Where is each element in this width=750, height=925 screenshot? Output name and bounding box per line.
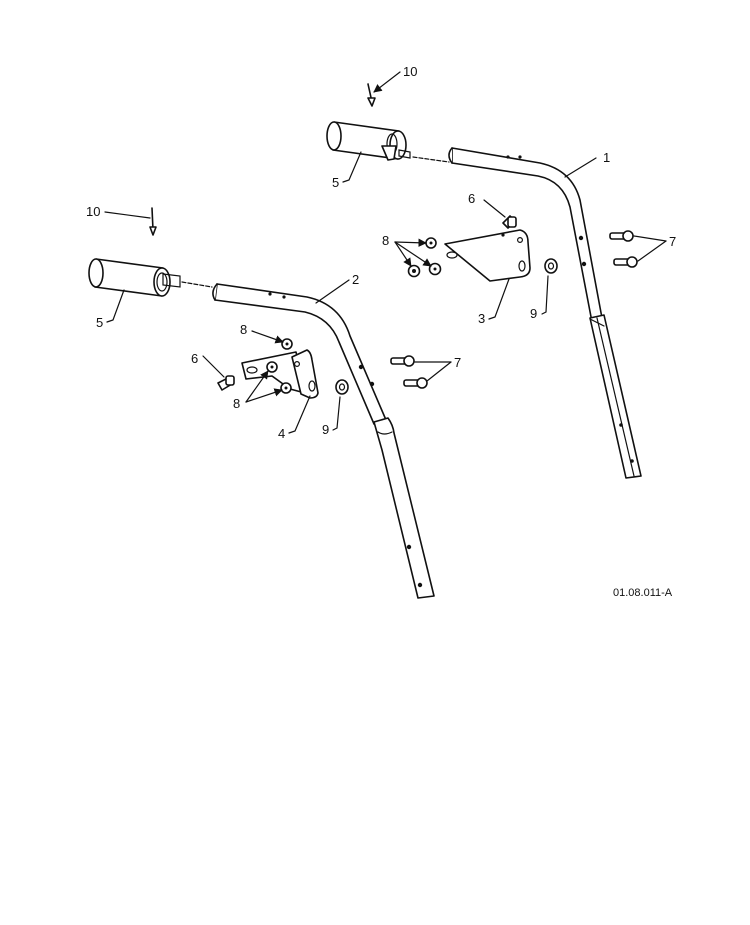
lower-washer [332, 379, 349, 431]
callout-4: 4 [278, 426, 285, 441]
upper-bracket [444, 229, 531, 282]
callout-5-upper: 5 [332, 175, 339, 190]
lower-pin [104, 207, 157, 236]
callout-2: 2 [352, 272, 359, 287]
callout-8-lower-bottom: 8 [233, 396, 240, 411]
reference-code: 01.08.011-A [613, 587, 673, 599]
callout-10-lower: 10 [86, 204, 100, 219]
lower-grip [88, 258, 213, 297]
callout-8-lower-top: 8 [240, 322, 247, 337]
callout-9-lower: 9 [322, 422, 329, 437]
lower-carriage-bolts [390, 355, 452, 389]
upper-pin [367, 71, 401, 107]
callout-1: 1 [603, 150, 610, 165]
callout-6-lower: 6 [191, 351, 198, 366]
upper-handle-tube [448, 147, 642, 479]
upper-grip [326, 121, 450, 163]
callout-7-lower: 7 [454, 355, 461, 370]
lower-handle-tube [212, 283, 435, 599]
lower-bolt [202, 355, 235, 391]
upper-nuts [394, 237, 442, 278]
upper-bolt [483, 199, 517, 229]
upper-carriage-bolts [609, 230, 667, 268]
callout-8-upper: 8 [382, 233, 389, 248]
lower-nuts [245, 330, 293, 403]
callout-7-upper: 7 [669, 234, 676, 249]
upper-washer [541, 258, 558, 315]
callout-6-upper: 6 [468, 191, 475, 206]
callout-9-upper: 9 [530, 306, 537, 321]
callout-10-upper: 10 [403, 64, 417, 79]
callout-5-lower: 5 [96, 315, 103, 330]
callout-3: 3 [478, 311, 485, 326]
